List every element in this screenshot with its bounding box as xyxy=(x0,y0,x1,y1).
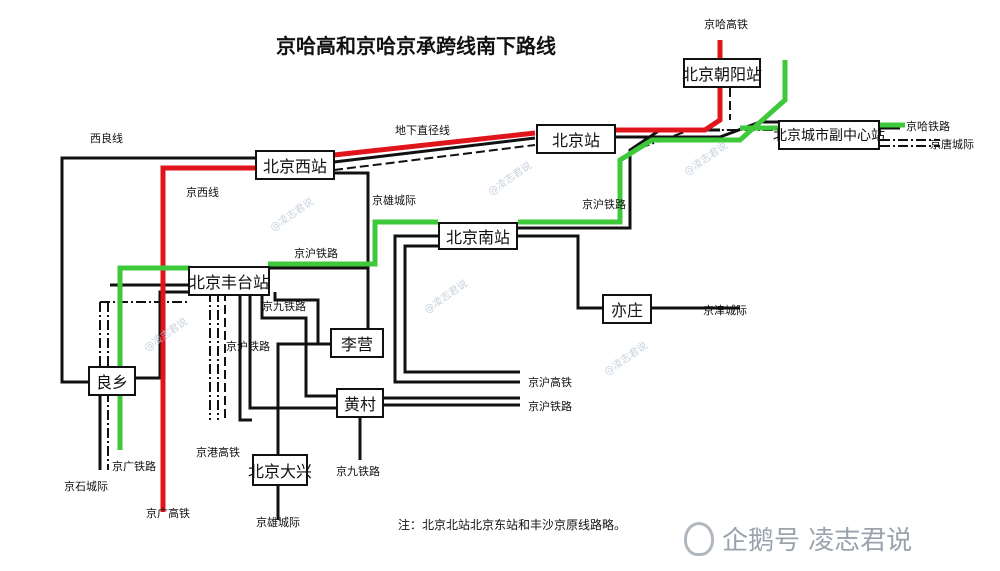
label-jingjin: 京津城际 xyxy=(703,304,747,317)
station-beijing-subcenter: 北京城市副中心站 xyxy=(773,120,885,150)
line-south-yizhuang xyxy=(518,234,602,310)
label-jinghu-gaotie: 京沪高铁 xyxy=(528,376,572,389)
line-fengtai-down-3 xyxy=(260,292,336,398)
label-jingtang: 京唐城际 xyxy=(930,138,974,151)
label-jinghu-4: 京沪铁路 xyxy=(528,400,572,413)
black-lines xyxy=(60,120,900,520)
label-jingjiu-1: 京九铁路 xyxy=(262,300,306,313)
green-route xyxy=(117,60,905,450)
station-yizhuang: 亦庄 xyxy=(602,294,652,324)
station-huangcun: 黄村 xyxy=(336,388,384,418)
label-jingjiu-2: 京九铁路 xyxy=(336,465,380,478)
station-beijing-daxing: 北京大兴 xyxy=(248,454,312,486)
line-xiliang xyxy=(60,156,255,384)
label-jingguang-gaotie: 京广高铁 xyxy=(146,507,190,520)
label-dixia: 地下直径线 xyxy=(395,124,450,137)
label-xiliang: 西良线 xyxy=(90,132,123,145)
line-south-jinghu xyxy=(403,244,520,374)
label-jinghu-2: 京沪铁路 xyxy=(294,247,338,260)
footnote: 注：北京北站北京东站和丰沙京原线路略。 xyxy=(398,518,627,532)
label-jingguang-rail: 京广铁路 xyxy=(112,460,156,473)
line-west-down xyxy=(335,171,370,336)
dashed-lines xyxy=(224,88,731,420)
station-liangxiang: 良乡 xyxy=(88,366,136,396)
penguin-icon xyxy=(684,521,714,556)
station-beijing-west: 北京西站 xyxy=(255,150,335,180)
brand-mark: 企鹅号 凌志君说 xyxy=(684,520,912,557)
station-liying: 李营 xyxy=(330,328,384,358)
station-beijing-fengtai: 北京丰台站 xyxy=(188,266,270,296)
station-beijing-south: 北京南站 xyxy=(438,222,518,250)
label-jingshi: 京石城际 xyxy=(64,480,108,493)
line-liangxiang-fengtai xyxy=(136,290,190,380)
line-fengtai-down-2 xyxy=(248,292,336,410)
label-xiongcheng-2: 京雄城际 xyxy=(256,516,300,529)
line-south-jinghu-gaotie xyxy=(393,234,520,384)
line-dixia-dashed xyxy=(333,144,536,171)
diagram-title: 京哈高和京哈京承跨线南下路线 xyxy=(276,34,556,58)
label-jinha-rail: 京哈铁路 xyxy=(906,120,950,133)
line-liying-daxing xyxy=(276,342,330,520)
station-beijing: 北京站 xyxy=(536,124,616,154)
brand-text: 企鹅号 凌志君说 xyxy=(722,526,913,556)
label-jingxi: 京西线 xyxy=(186,186,219,199)
line-fengtai-down-1 xyxy=(238,292,252,422)
label-jinghu-1: 京沪铁路 xyxy=(582,198,626,211)
label-jingha-gaotie: 京哈高铁 xyxy=(704,18,748,31)
label-jinggang: 京港高铁 xyxy=(196,446,240,459)
label-jinghu-3: 京沪铁路 xyxy=(226,340,270,353)
label-xiongcheng-1: 京雄城际 xyxy=(372,194,416,207)
station-beijing-chaoyang: 北京朝阳站 xyxy=(682,58,762,88)
line-west-beijing xyxy=(333,136,536,164)
